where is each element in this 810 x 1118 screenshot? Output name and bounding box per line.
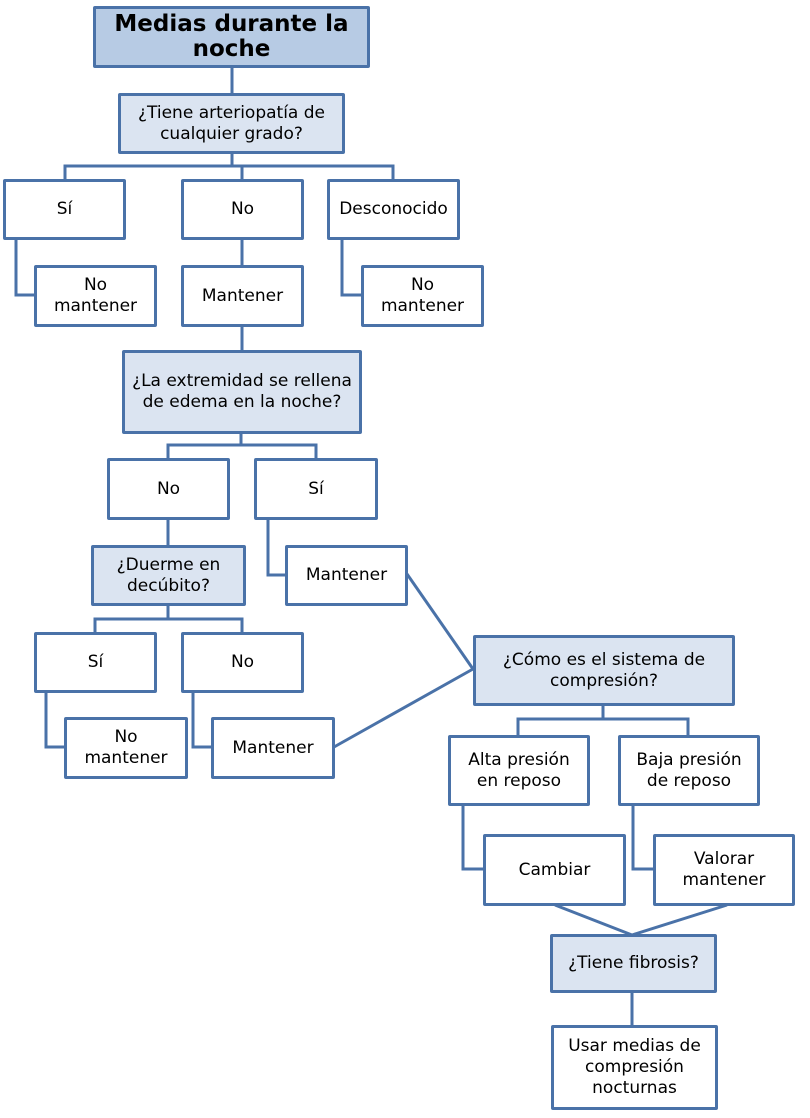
answer-desconocido: Desconocido: [327, 179, 460, 240]
result-text: Mantener: [201, 285, 284, 306]
result-no-mantener-1: No mantener: [34, 265, 157, 327]
question-decubito: ¿Duerme en decúbito?: [91, 545, 246, 606]
connector: [461, 805, 484, 871]
question-sistema-compresion: ¿Cómo es el sistema de compresión?: [473, 635, 735, 706]
connector: [266, 519, 285, 577]
result-mantener-edema: Mantener: [285, 545, 408, 606]
connector: [44, 692, 64, 749]
result-text: Mantener: [305, 565, 388, 585]
connector: [14, 239, 34, 297]
connector: [63, 164, 395, 179]
question-edema: ¿La extremidad se rellena de edema en la…: [122, 350, 362, 434]
result-no-mantener-2: No mantener: [361, 265, 484, 327]
result-text: No mantener: [380, 275, 465, 316]
answer-si-edema: Sí: [254, 458, 378, 520]
title-text: Medias durante la noche: [114, 11, 349, 62]
answer-text: No: [230, 199, 255, 219]
result-text: No mantener: [84, 727, 168, 768]
result-usar-medias: Usar medias de compresión nocturnas: [551, 1025, 718, 1110]
result-text: Usar medias de compresión nocturnas: [568, 1036, 701, 1098]
result-no-mantener-decubito: No mantener: [64, 717, 188, 779]
connector: [333, 667, 474, 749]
question-text: ¿La extremidad se rellena de edema en la…: [132, 371, 352, 412]
connector: [191, 692, 211, 749]
connector: [631, 805, 654, 871]
connector: [516, 717, 690, 735]
result-text: No mantener: [53, 275, 138, 316]
answer-baja-presion: Baja presión de reposo: [618, 735, 760, 806]
answer-text: Sí: [56, 199, 73, 219]
connector: [340, 239, 361, 297]
question-text: ¿Duerme en decúbito?: [116, 554, 221, 596]
connector: [93, 617, 244, 632]
answer-si-arteriopatia: Sí: [3, 179, 126, 240]
answer-no-decubito: No: [181, 632, 304, 693]
connector: [166, 443, 318, 458]
connector: [554, 903, 633, 937]
result-cambiar: Cambiar: [483, 834, 626, 906]
result-text: Valorar mantener: [682, 849, 766, 890]
result-mantener-decubito: Mantener: [211, 717, 335, 779]
answer-no-edema: No: [107, 458, 230, 520]
answer-text: Sí: [308, 478, 324, 499]
question-text: ¿Cómo es el sistema de compresión?: [502, 649, 706, 691]
result-mantener-1: Mantener: [181, 265, 304, 327]
answer-text: Sí: [87, 652, 104, 672]
question-text: ¿Tiene arteriopatía de cualquier grado?: [137, 102, 326, 144]
answer-text: Baja presión de reposo: [636, 749, 742, 791]
connector: [405, 573, 475, 670]
question-arteriopatia: ¿Tiene arteriopatía de cualquier grado?: [118, 93, 345, 154]
answer-si-decubito: Sí: [34, 632, 157, 693]
answer-no-arteriopatia: No: [181, 179, 304, 240]
answer-text: Alta presión en reposo: [468, 749, 570, 791]
answer-text: No: [230, 652, 255, 672]
answer-alta-presion: Alta presión en reposo: [448, 735, 590, 806]
question-text: ¿Tiene fibrosis?: [568, 953, 699, 973]
question-fibrosis: ¿Tiene fibrosis?: [550, 934, 717, 993]
result-valorar-mantener: Valorar mantener: [653, 834, 795, 906]
result-text: Mantener: [232, 737, 314, 758]
title-node: Medias durante la noche: [93, 6, 370, 68]
answer-text: Desconocido: [339, 199, 448, 219]
result-text: Cambiar: [518, 859, 591, 880]
connector: [631, 903, 728, 937]
answer-text: No: [156, 478, 181, 499]
